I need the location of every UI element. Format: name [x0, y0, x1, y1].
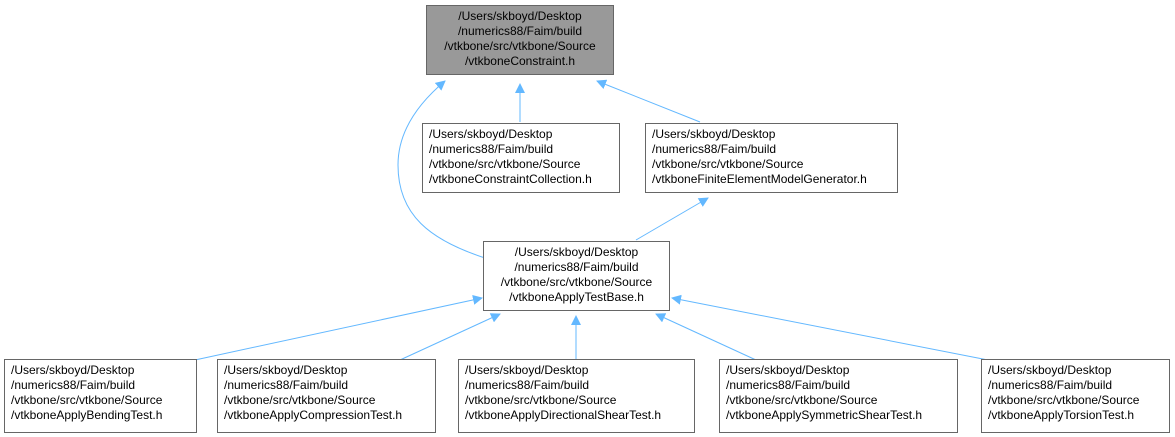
- node-line: /numerics88/Faim/build: [726, 378, 851, 392]
- node-line: /vtkbone/src/vtkbone/Source: [224, 393, 376, 407]
- node-vtkbone-apply-test-base[interactable]: /Users/skboyd/Desktop /numerics88/Faim/b…: [483, 241, 670, 311]
- node-vtkbone-constraint[interactable]: /Users/skboyd/Desktop /numerics88/Faim/b…: [426, 5, 614, 75]
- edge-symshear-to-applybase: [655, 313, 757, 361]
- node-line: /vtkboneApplyCompressionTest.h: [224, 408, 403, 422]
- node-line: /numerics88/Faim/build: [11, 378, 136, 392]
- node-line: /numerics88/Faim/build: [652, 142, 777, 156]
- node-line: /vtkboneFiniteElementModelGenerator.h: [652, 172, 867, 186]
- node-line: /vtkbone/src/vtkbone/Source: [11, 393, 163, 407]
- node-vtkbone-apply-torsion-test[interactable]: /Users/skboyd/Desktop /numerics88/Faim/b…: [981, 359, 1170, 433]
- node-line: /vtkbone/src/vtkbone/Source: [652, 157, 804, 171]
- node-vtkbone-apply-symmetric-shear-test[interactable]: /Users/skboyd/Desktop /numerics88/Faim/b…: [719, 359, 958, 433]
- node-line: /vtkboneConstraint.h: [464, 54, 576, 68]
- node-line: /vtkboneConstraintCollection.h: [429, 172, 592, 186]
- node-line: /Users/skboyd/Desktop: [429, 127, 553, 141]
- node-line: /Users/skboyd/Desktop: [465, 363, 589, 377]
- edge-bending-to-applybase: [194, 295, 483, 361]
- edge-torsion-to-applybase: [671, 294, 989, 361]
- node-line: /vtkboneApplyBendingTest.h: [11, 408, 163, 422]
- node-line: /vtkbone/src/vtkbone/Source: [988, 393, 1140, 407]
- node-line: /numerics88/Faim/build: [224, 378, 349, 392]
- node-vtkbone-constraint-collection[interactable]: /Users/skboyd/Desktop /numerics88/Faim/b…: [422, 123, 620, 193]
- node-line: /vtkbone/src/vtkbone/Source: [429, 157, 581, 171]
- node-line: /Users/skboyd/Desktop: [726, 363, 850, 377]
- node-line: /numerics88/Faim/build: [514, 260, 639, 274]
- node-line: /vtkboneApplyTestBase.h: [509, 290, 644, 304]
- node-line: /vtkbone/src/vtkbone/Source: [726, 393, 878, 407]
- node-line: /numerics88/Faim/build: [988, 378, 1113, 392]
- node-vtkbone-apply-bending-test[interactable]: /Users/skboyd/Desktop /numerics88/Faim/b…: [4, 359, 197, 433]
- node-line: /Users/skboyd/Desktop: [458, 9, 582, 23]
- node-line: /vtkboneApplyDirectionalShearTest.h: [465, 408, 662, 422]
- node-line: /numerics88/Faim/build: [429, 142, 554, 156]
- edge-applybase-to-constraint: [397, 80, 486, 259]
- edge-compression-to-applybase: [399, 313, 501, 361]
- node-line: /Users/skboyd/Desktop: [224, 363, 348, 377]
- node-vtkbone-finite-element-model-generator[interactable]: /Users/skboyd/Desktop /numerics88/Faim/b…: [645, 123, 898, 193]
- node-line: /Users/skboyd/Desktop: [514, 245, 639, 259]
- node-line: /vtkboneApplyTorsionTest.h: [988, 408, 1135, 422]
- edge-applybase-to-femgen: [635, 197, 709, 241]
- node-line: /vtkbone/src/vtkbone/Source: [500, 275, 653, 289]
- node-line: /Users/skboyd/Desktop: [11, 363, 135, 377]
- node-vtkbone-apply-compression-test[interactable]: /Users/skboyd/Desktop /numerics88/Faim/b…: [217, 359, 436, 433]
- node-vtkbone-apply-directional-shear-test[interactable]: /Users/skboyd/Desktop /numerics88/Faim/b…: [458, 359, 695, 433]
- node-line: /vtkbone/src/vtkbone/Source: [444, 39, 596, 53]
- node-line: /vtkboneApplySymmetricShearTest.h: [726, 408, 923, 422]
- node-line: /Users/skboyd/Desktop: [652, 127, 776, 141]
- node-line: /numerics88/Faim/build: [457, 24, 583, 38]
- edge-femgen-to-constraint: [596, 79, 701, 123]
- node-line: /Users/skboyd/Desktop: [988, 363, 1112, 377]
- node-line: /vtkbone/src/vtkbone/Source: [465, 393, 617, 407]
- node-line: /numerics88/Faim/build: [465, 378, 590, 392]
